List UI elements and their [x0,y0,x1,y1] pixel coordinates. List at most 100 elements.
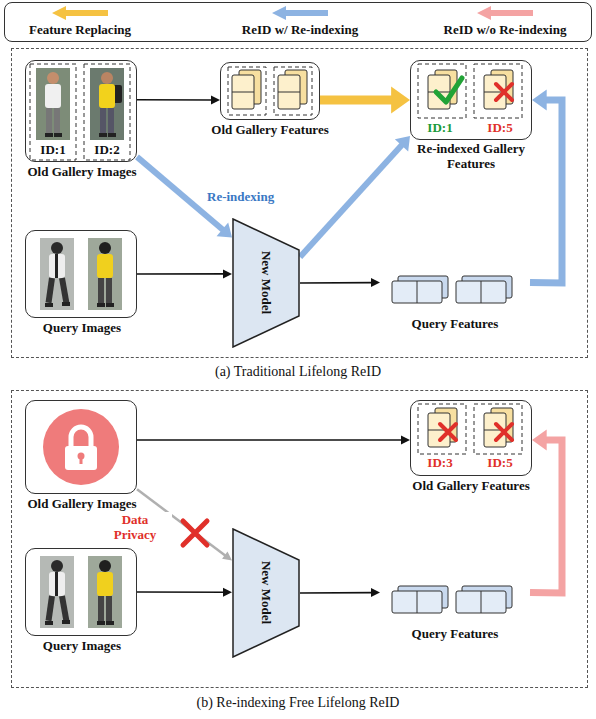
connector-line [530,440,562,593]
connector [530,429,562,593]
connector-line [137,591,225,593]
feature-card [278,70,307,109]
connector [300,588,380,597]
figure-caption: (a) Traditional Lifelong ReID [0,363,596,380]
connector [300,136,410,257]
feature-card [456,276,512,303]
legend-arrow-shape [477,6,533,20]
arrowhead [371,278,380,287]
legend-label: ReID w/ Re-indexing [210,22,390,37]
connector-line [300,282,373,284]
node-box: ID:3 ID:5Old Gallery Features [400,398,542,496]
node-label: ID:5 [473,455,527,470]
feature-frame [418,64,466,118]
person-image [40,238,74,310]
person-image [36,68,70,140]
lock-icon [71,427,91,448]
node-box: Query Features [380,270,530,336]
cross-mark [496,424,512,440]
node-label: Re-indexed Gallery Features [405,141,537,171]
model-trapezoid: New Model [232,528,300,658]
arrowhead [222,552,232,561]
feature-card [484,70,513,109]
edge-label: Data Privacy [98,512,172,542]
node-box: Query Images [22,228,142,340]
connector [530,90,562,284]
node-label: ID:1 [28,142,78,157]
connector-line [300,144,403,258]
node-frame [25,230,137,318]
person-image [40,556,74,628]
legend-arrow-shape [52,6,108,20]
node-frame [220,62,320,120]
legend-arrow [272,6,328,20]
node-label: ID:5 [473,120,527,135]
connector [137,435,410,444]
arrowhead [401,435,410,444]
node-label: Old Gallery Images [22,496,142,511]
arrowhead [371,588,380,597]
arrowhead [532,429,547,450]
feature-card [456,586,512,613]
connector [320,86,410,113]
feature-frame [474,404,522,454]
arrowhead [391,86,410,113]
connector-line [137,99,213,101]
node-label: Old Gallery Features [200,122,340,137]
arrowhead [223,269,232,278]
feature-card [428,408,457,447]
feature-card [392,276,448,303]
node-label: Old Gallery Images [22,164,142,179]
connector [137,269,232,278]
node-box: Query Features [380,580,530,646]
lock-icon [80,457,83,464]
node-box: ID:1 ID:5Re-indexed Gallery Features [405,58,537,174]
node-label: Query Images [22,320,142,335]
feature-frame [274,67,312,115]
node-box: Query Images [22,546,142,658]
arrowhead [532,90,547,111]
node-frame [25,548,137,636]
node-box: ID:1 ID:2Old Gallery Images [22,58,142,182]
node-label: Query Images [22,638,142,653]
node-box: Old Gallery Features [200,62,340,142]
feature-frame [418,404,466,454]
node-label: ID:1 [413,120,467,135]
feature-card [484,408,513,447]
legend-label: Feature Replacing [0,22,170,37]
node-label: Query Features [380,316,530,331]
model-trapezoid: New Model [232,218,300,348]
connector [137,95,220,104]
cross-mark [183,521,207,545]
lock-icon [43,409,119,485]
cross-mark [496,84,512,100]
arrowhead [223,588,232,597]
arrowhead [211,95,220,104]
legend-arrow [52,6,108,20]
model-label: New Model [259,218,274,348]
model-label: New Model [259,528,274,658]
cross-mark [440,424,456,440]
person-image [88,556,122,628]
legend-arrow [477,6,533,20]
check-mark [436,78,462,102]
node-frame [25,400,137,494]
lock-icon [65,446,97,470]
person-image [90,68,124,140]
legend-label: ReID w/o Re-indexing [415,22,595,37]
connector [300,278,380,287]
connector-line [320,96,395,105]
feature-frame [228,67,266,115]
legend-arrow-shape [272,6,328,20]
connector-line [300,592,373,594]
arrowhead [395,136,410,151]
connector-line [137,273,225,275]
node-label: ID:2 [82,142,132,157]
person-image [88,238,122,310]
arrowhead [217,222,232,237]
feature-card [392,586,448,613]
feature-card [232,70,261,109]
connector-line [530,100,562,283]
node-label: ID:3 [413,455,467,470]
node-label: Old Gallery Features [400,478,542,493]
